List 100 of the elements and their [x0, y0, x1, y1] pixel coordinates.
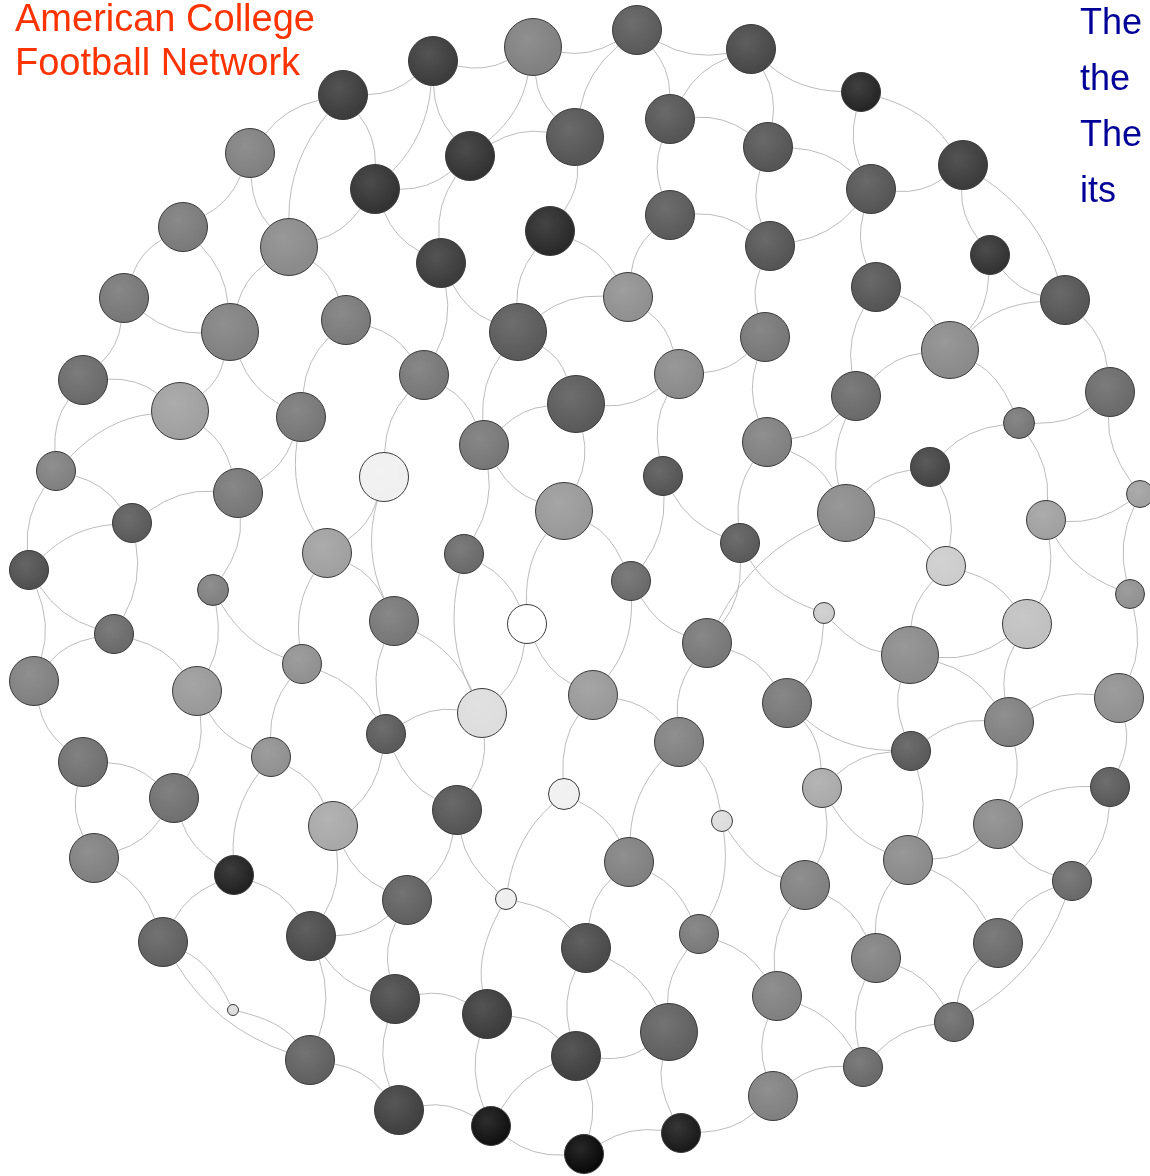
- network-edge: [652, 48, 671, 95]
- network-node: [780, 860, 830, 910]
- network-edge: [540, 295, 604, 315]
- network-node: [843, 1047, 883, 1087]
- network-node: [507, 604, 547, 644]
- network-node: [302, 528, 352, 578]
- network-node: [645, 94, 695, 144]
- network-edge: [640, 597, 684, 636]
- network-edge: [175, 962, 287, 1053]
- network-node: [548, 778, 580, 810]
- network-edge: [608, 958, 658, 1007]
- network-edge: [288, 113, 328, 219]
- text-fragment: The: [1080, 0, 1143, 44]
- network-edge: [910, 580, 934, 627]
- network-node: [831, 371, 881, 421]
- network-edge: [937, 661, 995, 703]
- network-node: [682, 618, 732, 668]
- network-edge: [1017, 786, 1091, 810]
- network-edge: [542, 346, 567, 378]
- network-edge: [288, 766, 325, 804]
- network-node: [645, 190, 695, 240]
- network-node: [350, 164, 400, 214]
- network-node: [1115, 579, 1145, 609]
- network-node: [213, 468, 263, 518]
- network-edge: [117, 818, 161, 852]
- network-edge: [323, 850, 339, 916]
- network-edge: [147, 490, 214, 512]
- network-node: [891, 731, 931, 771]
- network-edge: [335, 915, 389, 937]
- network-node: [752, 971, 802, 1021]
- network-edge: [203, 427, 232, 470]
- network-edge: [658, 41, 727, 56]
- network-edge: [694, 213, 751, 232]
- text-fragment: its: [1080, 168, 1116, 212]
- network-edge: [375, 643, 385, 716]
- network-edge: [208, 605, 219, 670]
- network-edge: [672, 493, 722, 537]
- network-edge: [294, 441, 315, 532]
- network-edge: [382, 1022, 391, 1088]
- network-edge: [143, 312, 202, 334]
- network-edge: [482, 354, 502, 421]
- network-edge: [69, 413, 152, 458]
- network-edge: [511, 1015, 559, 1039]
- network-node: [1094, 673, 1144, 723]
- network-edge: [221, 517, 242, 578]
- network-node: [9, 656, 59, 706]
- network-node: [36, 451, 76, 491]
- network-node: [910, 447, 950, 487]
- network-edge: [749, 559, 815, 610]
- network-edge: [39, 586, 96, 629]
- network-edge: [535, 75, 556, 117]
- network-edge: [1039, 539, 1052, 603]
- network-edge: [805, 718, 892, 751]
- network-node: [1085, 367, 1135, 417]
- network-node: [285, 1035, 335, 1085]
- network-edge: [835, 418, 847, 486]
- network-node: [260, 218, 318, 276]
- network-edge: [700, 1112, 755, 1133]
- network-node: [444, 534, 484, 574]
- network-edge: [1027, 435, 1049, 501]
- network-edge: [629, 760, 663, 838]
- network-edge: [1029, 693, 1095, 710]
- network-node: [726, 24, 776, 74]
- network-node: [711, 810, 733, 832]
- network-edge: [970, 301, 1041, 331]
- network-edge: [402, 708, 458, 724]
- network-node: [802, 768, 842, 808]
- network-edge: [588, 878, 612, 924]
- network-node: [740, 312, 790, 362]
- network-edge: [730, 649, 774, 683]
- network-edge: [347, 500, 378, 540]
- network-edge: [132, 239, 162, 275]
- network-node: [679, 914, 719, 954]
- network-edge: [391, 85, 432, 172]
- network-edge: [100, 322, 122, 364]
- network-edge: [49, 637, 95, 663]
- network-node: [112, 503, 152, 543]
- network-edge: [876, 1023, 935, 1054]
- network-node: [661, 1113, 701, 1153]
- network-edge: [499, 643, 526, 697]
- network-edge: [642, 495, 665, 566]
- network-node: [654, 349, 704, 399]
- network-edge: [474, 1037, 485, 1108]
- network-edge: [457, 60, 508, 69]
- network-edge: [969, 274, 990, 330]
- network-edge: [460, 834, 499, 893]
- network-node: [495, 888, 517, 910]
- network-edge: [435, 287, 449, 354]
- network-edge: [852, 110, 861, 167]
- network-node: [286, 911, 336, 961]
- network-node: [359, 452, 409, 502]
- network-edge: [608, 600, 632, 676]
- network-node: [489, 303, 547, 361]
- network-edge: [415, 631, 473, 691]
- network-edge: [562, 714, 579, 779]
- network-edge: [123, 542, 139, 617]
- network-node: [9, 550, 49, 590]
- network-edge: [351, 753, 383, 811]
- text-fragment: The: [1080, 112, 1143, 156]
- network-edge: [792, 1065, 844, 1082]
